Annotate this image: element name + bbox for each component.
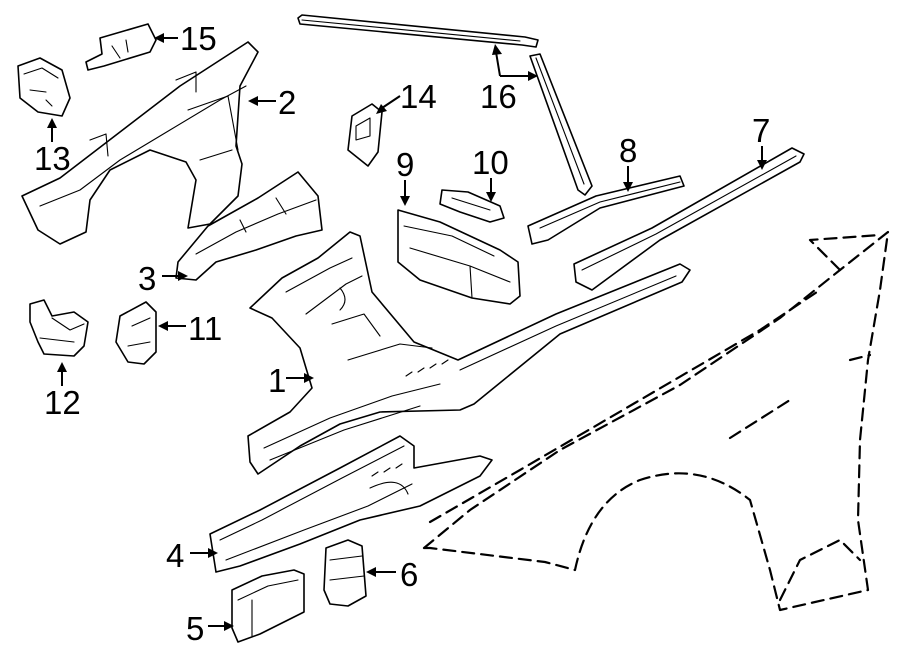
callout-2: 2: [278, 84, 296, 121]
callout-3: 3: [138, 260, 156, 297]
callout-1: 1: [268, 362, 286, 399]
callout-leaders: [47, 33, 767, 631]
part-4-side-member: [209, 435, 493, 573]
part-12-bracket: [29, 299, 89, 357]
callout-9: 9: [396, 146, 414, 183]
callout-7: 7: [752, 112, 770, 149]
callout-labels: 1 2 3 4 5 6 7 8 9 10 11 12 13 14 15 16: [34, 20, 770, 647]
callout-14: 14: [400, 78, 437, 115]
callout-5: 5: [186, 610, 204, 647]
callout-13: 13: [34, 140, 71, 177]
callout-16: 16: [480, 78, 517, 115]
part-9-panel: [397, 209, 521, 305]
callout-6: 6: [400, 556, 418, 593]
callout-4: 4: [166, 537, 184, 574]
callout-15: 15: [180, 20, 217, 57]
callout-8: 8: [619, 132, 637, 169]
part-7-rail: [573, 147, 805, 291]
part-11-bracket: [115, 301, 157, 365]
callout-11: 11: [188, 310, 222, 347]
callout-10: 10: [472, 144, 509, 181]
part-15-bracket: [85, 23, 157, 71]
part-5-bracket: [231, 569, 305, 643]
part-10-bracket: [439, 189, 505, 223]
fender-outline: [422, 230, 890, 612]
part-8-rail: [527, 175, 685, 245]
part-6-bracket: [323, 539, 367, 607]
part-14-bracket: [347, 103, 383, 167]
part-16-brace: [297, 14, 593, 196]
part-13-bracket: [17, 57, 71, 117]
part-1-wheelhouse: [247, 231, 691, 475]
callout-12: 12: [44, 384, 81, 421]
part-3-apron-lower: [175, 171, 323, 281]
